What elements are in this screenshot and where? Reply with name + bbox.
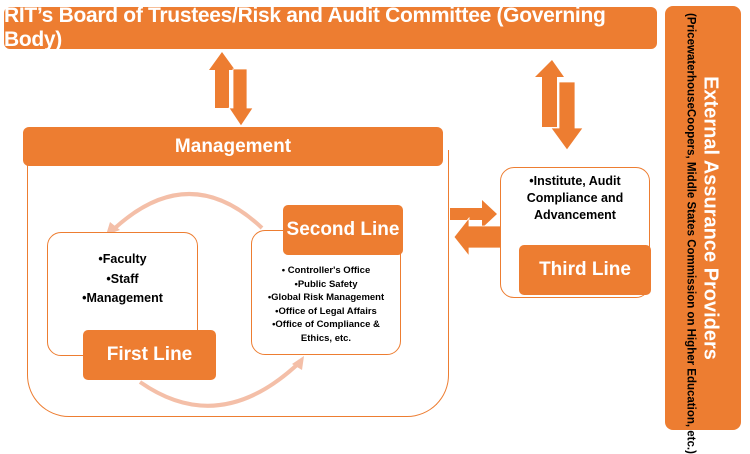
down-arrow-icon [550,81,584,151]
first-line-item: •Faculty [98,252,147,266]
first-line-items: •Faculty •Staff •Management [47,250,198,309]
up-arrow-icon [209,52,235,108]
third-line-items: •Institute, Audit Compliance and Advance… [507,173,643,224]
first-line-label-box: First Line [83,330,216,380]
connector-arrows [106,52,584,408]
third-line-label: Third Line [539,259,631,280]
arrowhead-icon [292,356,304,370]
left-arrow-icon [453,216,502,258]
first-line-item: •Management [82,291,163,305]
cycle-arrows [113,192,302,408]
second-line-item: •Global Risk Management [267,292,385,303]
external-assurance-providers-box: External Assurance Providers (Pricewater… [665,6,741,454]
cycle-arrow-bottom [138,360,302,408]
second-line-item: • Controller's Office [281,265,371,276]
up-arrow-icon [535,60,564,127]
governing-third-line-arrows [535,60,584,151]
cycle-arrow-top [113,192,264,230]
governing-management-arrows [209,52,254,127]
third-line-item: Compliance and [526,191,624,205]
management-third-line-arrows [450,200,502,258]
external-assurance-subtitle: (PricewaterhouseCoopers, Middle States C… [684,13,697,454]
second-line-label: Second Line [286,219,400,240]
arrowhead-icon [106,222,120,235]
third-line-label-box: Third Line [519,245,651,295]
down-arrow-icon [228,68,254,127]
management-label: Management [174,135,292,157]
first-line-item: •Staff [106,271,139,286]
first-line-label: First Line [106,344,193,365]
governing-body-banner: RIT’s Board of Trustees/Risk and Audit C… [4,4,657,51]
external-assurance-title: External Assurance Providers [699,76,722,360]
second-line-item: •Office of Legal Affairs [275,305,377,317]
third-line-item: Advancement [534,208,616,222]
external-assurance-text: External Assurance Providers (Pricewater… [684,13,722,454]
right-arrow-icon [450,200,497,228]
governing-body-label: RIT’s Board of Trustees/Risk and Audit C… [4,4,606,51]
second-line-item: •Office of Compliance & [272,319,380,330]
cycle-arrowheads [106,222,304,370]
second-line-item: Ethics, etc. [300,332,352,344]
second-line-items: • Controller's Office •Public Safety •Gl… [251,264,401,345]
second-line-label-box: Second Line [283,205,403,255]
third-line-item: •Institute, Audit [529,174,621,188]
management-banner: Management [23,127,443,166]
second-line-item: •Public Safety [294,278,358,290]
